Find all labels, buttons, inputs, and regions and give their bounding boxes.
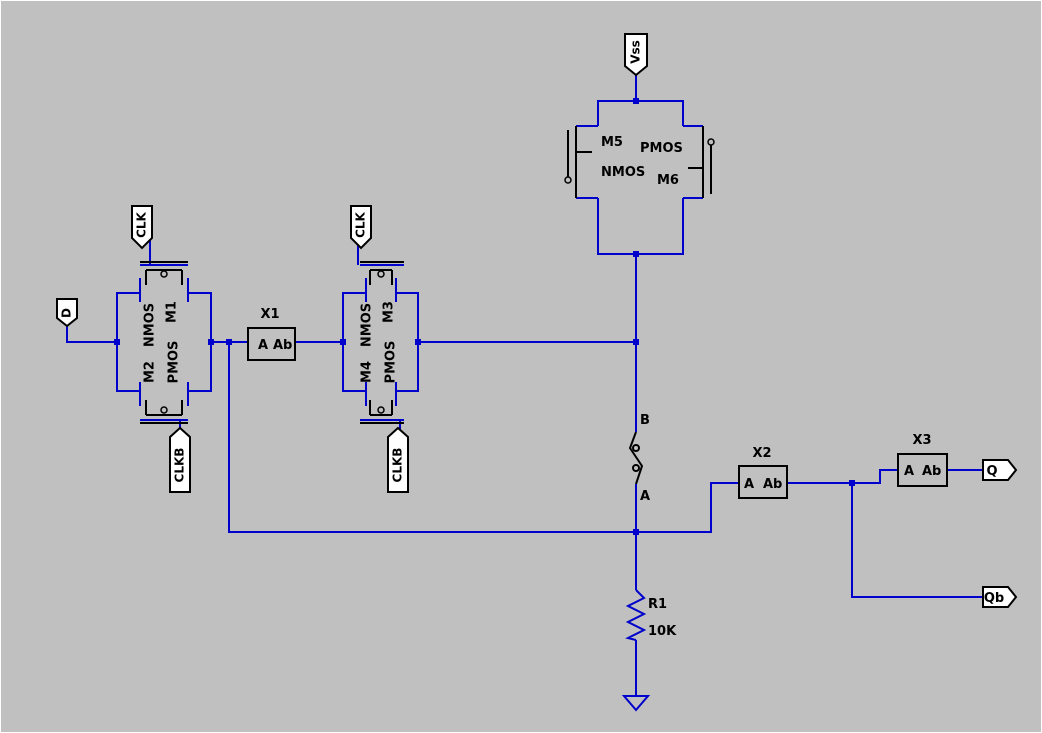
- junction-dot: [208, 339, 214, 345]
- junction-dot: [633, 339, 639, 345]
- port-flags: [56, 33, 1018, 608]
- tg2-pmos-name: M4: [360, 361, 375, 383]
- junction-dot: [849, 480, 855, 486]
- tg3-m5-bubble: [564, 176, 572, 184]
- junction-dot: [633, 98, 639, 104]
- inverter-x3-box[interactable]: [897, 453, 948, 487]
- inverter-x3-pin-in: A: [904, 464, 914, 479]
- tg1-pmos-type: PMOS: [167, 341, 182, 384]
- port-clkb1-flag[interactable]: [169, 426, 191, 493]
- junction-dot: [633, 529, 639, 535]
- inverter-x1-name: X1: [260, 307, 279, 322]
- port-clkb2-label: CLKB: [391, 448, 405, 483]
- tg2-pmos-type: PMOS: [384, 341, 399, 384]
- resistor-r1-value: 10K: [648, 624, 677, 639]
- port-q-flag[interactable]: [982, 459, 1018, 481]
- port-clk1-label: CLK: [135, 211, 149, 237]
- inverter-x2-pin-out: Ab: [763, 477, 782, 492]
- port-vss-flag[interactable]: [624, 33, 648, 77]
- port-q-label: Q: [986, 464, 997, 479]
- tg3-m6-bubble: [707, 138, 715, 146]
- tg1-pmos-name: M2: [143, 361, 158, 383]
- inverter-x2-box[interactable]: [738, 465, 788, 499]
- tg2-m4-bubble: [377, 406, 385, 414]
- transistor-bodies: [140, 126, 712, 485]
- tg3-nmos-type: NMOS: [601, 165, 645, 180]
- inverter-x1-box[interactable]: [247, 327, 296, 361]
- inverter-x3-name: X3: [912, 433, 931, 448]
- junction-dot: [340, 339, 346, 345]
- inverter-x2-pin-in: A: [744, 477, 754, 492]
- tg2-nmos-type: NMOS: [360, 303, 375, 347]
- tg1-m2-bubble: [160, 406, 168, 414]
- port-clkb2-flag[interactable]: [387, 426, 409, 493]
- tg2-m3-bubble: [377, 270, 385, 278]
- resistor-r1-zigzag[interactable]: [625, 589, 647, 641]
- port-clk2-flag[interactable]: [350, 205, 372, 250]
- port-qb-flag[interactable]: [982, 586, 1018, 608]
- junction-dot: [114, 339, 120, 345]
- inverter-x2-name: X2: [752, 446, 771, 461]
- port-d-label: D: [60, 308, 74, 318]
- port-clk1-flag[interactable]: [131, 205, 153, 250]
- port-d-flag[interactable]: [56, 298, 78, 328]
- ground-icon[interactable]: [621, 695, 651, 712]
- tg3-top-wire: [597, 100, 684, 126]
- tg2-nmos-name: M3: [382, 301, 397, 323]
- tg3-nmos-name: M5: [601, 135, 623, 150]
- tg3-pmos-name: M6: [657, 173, 679, 188]
- junction-dot: [226, 339, 232, 345]
- tg1-nmos-name: M1: [165, 301, 180, 323]
- inverter-x3-pin-out: Ab: [922, 464, 941, 479]
- wire-x3-in: [852, 469, 898, 484]
- port-clk2-label: CLK: [354, 211, 368, 237]
- element-pin-a: A: [640, 489, 650, 504]
- junction-dot: [415, 339, 421, 345]
- wire-feedback: [228, 342, 739, 533]
- port-qb-label: Qb: [984, 591, 1004, 606]
- port-clkb1-label: CLKB: [173, 448, 187, 483]
- gate-bubbles: [160, 138, 715, 414]
- resistor-r1-name: R1: [648, 597, 667, 612]
- wire-qb: [851, 483, 983, 598]
- wire-d: [66, 323, 117, 343]
- element-b-bubble: [632, 444, 640, 452]
- tg3-bottom-wire: [597, 198, 684, 255]
- element-a-bubble: [632, 464, 640, 472]
- tg3-pmos-type: PMOS: [640, 141, 683, 156]
- junction-dot: [633, 251, 639, 257]
- element-body: [628, 431, 644, 485]
- inverter-x1-pin-in: A: [258, 338, 268, 353]
- tg1-nmos-type: NMOS: [143, 303, 158, 347]
- tg1-m1-bubble: [160, 270, 168, 278]
- inverter-x1-pin-out: Ab: [273, 338, 292, 353]
- port-vss-label: Vss: [629, 40, 643, 64]
- element-pin-b: B: [640, 413, 650, 428]
- junction-dots: [114, 98, 855, 535]
